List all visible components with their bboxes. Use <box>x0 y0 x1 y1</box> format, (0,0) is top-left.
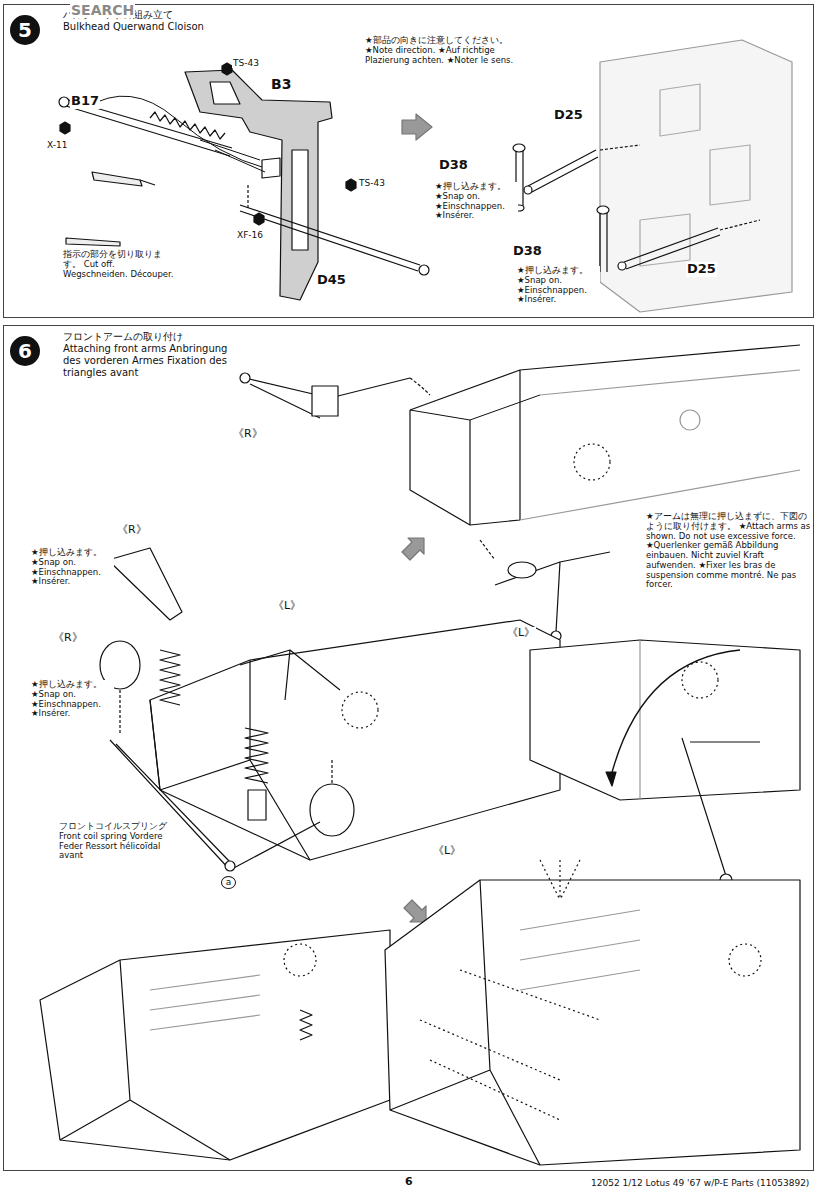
paint-code: TS-43 <box>232 58 260 68</box>
part-number: B3 <box>270 76 292 92</box>
step-number: 6 <box>10 336 40 366</box>
instruction-note: ★アームは無理に押し込まずに、下図のように取り付けます。 ★Attach arm… <box>645 512 813 590</box>
side-mark: 《R》 <box>52 632 84 645</box>
page-number: 6 <box>404 1176 414 1189</box>
side-mark: 《R》 <box>116 524 148 537</box>
reference-letter: a <box>221 876 236 889</box>
watermark: SEARCH <box>70 2 135 18</box>
instruction-note: ★押し込みます。 ★Snap on. ★Einschnappen. ★Insér… <box>30 548 114 587</box>
paint-code: X-11 <box>46 140 68 150</box>
side-mark: 《L》 <box>432 845 462 858</box>
side-mark: 《R》 <box>232 428 264 441</box>
instruction-note: ★押し込みます。 ★Snap on. ★Einschnappen. ★Insér… <box>30 680 114 719</box>
side-mark: 《L》 <box>272 600 302 613</box>
side-mark: 《L》 <box>506 627 536 640</box>
part-number: B17 <box>70 94 100 109</box>
part-caption: フロントコイルスプリング Front coil spring Vordere F… <box>58 822 182 861</box>
step-number: 5 <box>10 15 40 45</box>
part-number: D25 <box>553 108 584 123</box>
paint-code: XF-16 <box>236 230 264 240</box>
instruction-note: 指示の部分を切り取ります。 Cut off. Wegschneiden. Déc… <box>62 250 176 279</box>
step-heading: フロントアームの取り付け Attaching front arms Anbrin… <box>63 331 233 379</box>
step-panel: 6 フロントアームの取り付け Attaching front arms Anbri… <box>3 325 814 1171</box>
part-number: D38 <box>438 158 469 173</box>
part-number: D45 <box>316 273 347 288</box>
kit-code: 12052 1/12 Lotus 49 '67 w/P-E Parts (110… <box>590 1178 810 1188</box>
instruction-note: ★押し込みます。 ★Snap on. ★Einschnappen. ★Insér… <box>434 182 518 221</box>
instruction-note: ★部品の向きに注意してください。 ★Note direction. ★Auf r… <box>364 36 526 65</box>
part-number: D25 <box>686 262 717 277</box>
instruction-note: ★押し込みます。 ★Snap on. ★Einschnappen. ★Insér… <box>516 266 600 305</box>
part-number: D38 <box>512 244 543 259</box>
paint-code: TS-43 <box>358 178 386 188</box>
